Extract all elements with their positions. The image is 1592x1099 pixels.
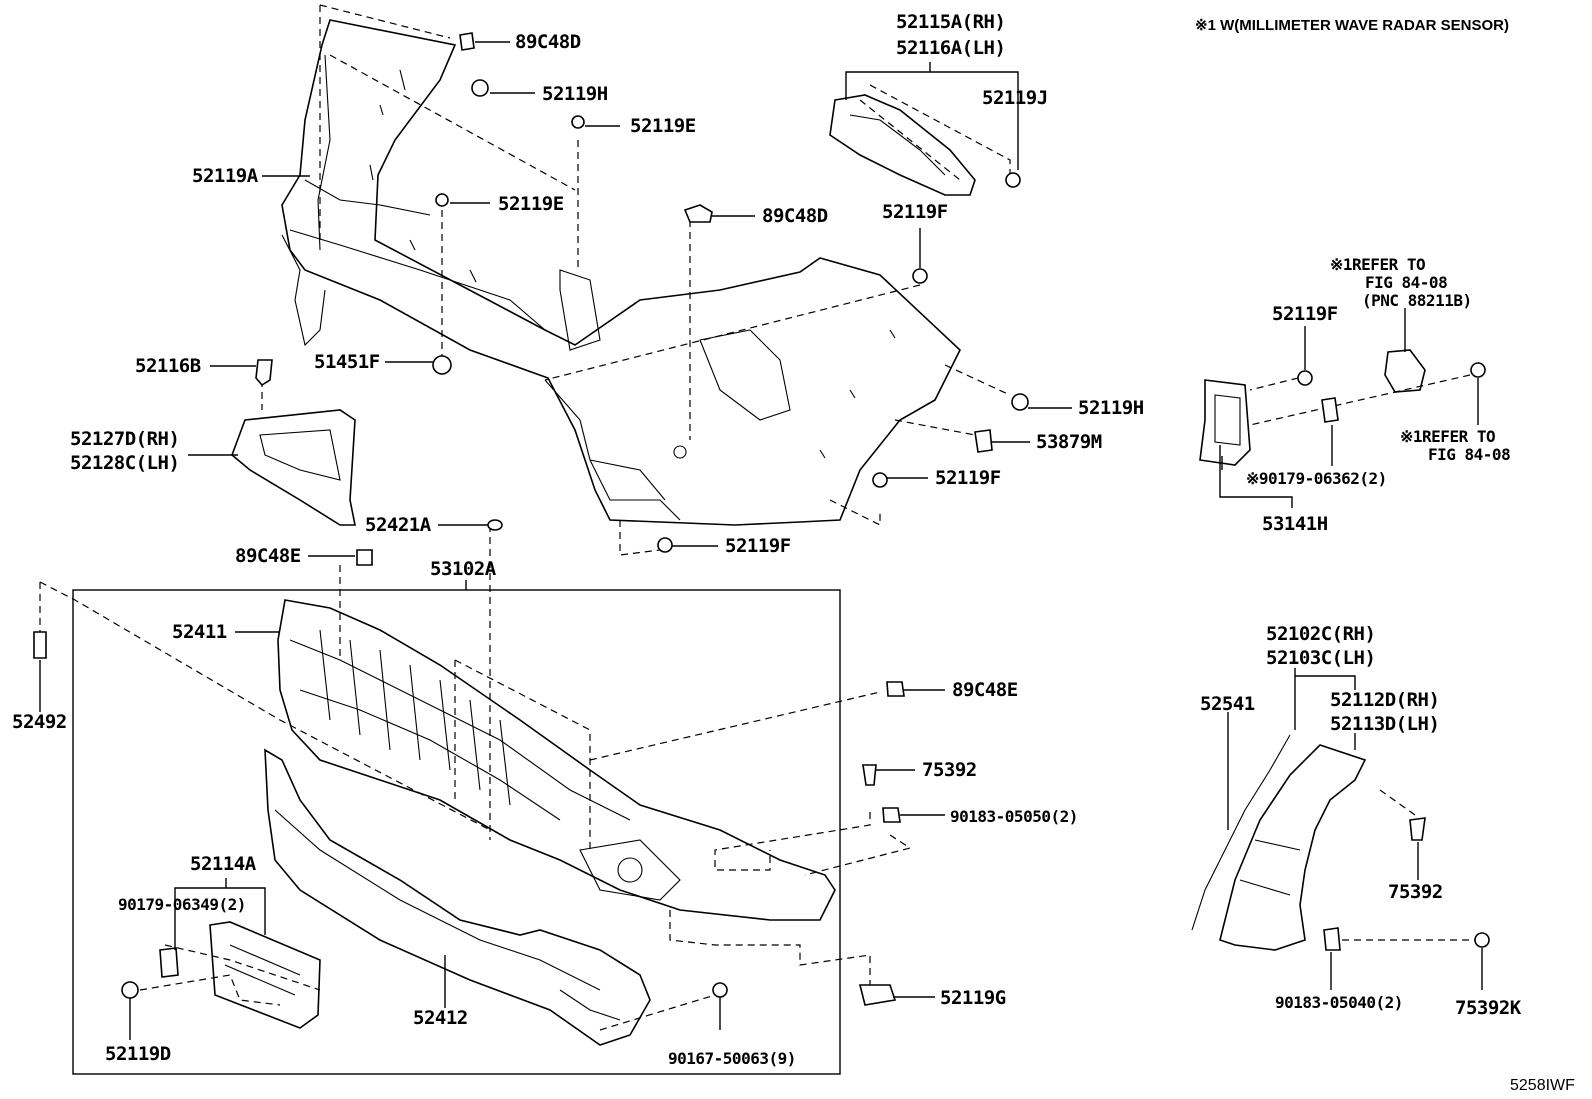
bracket-52115a-drawing <box>829 94 976 196</box>
label-52112d: 52112D(RH) <box>1330 689 1439 711</box>
label-52119h-mid: 52119H <box>1078 397 1144 419</box>
label-refer-to-2b: FIG 84-08 <box>1428 445 1510 464</box>
label-52119e-2: 52119E <box>498 193 564 215</box>
label-52102c: 52102C(RH) <box>1266 623 1375 645</box>
label-75392-2: 75392 <box>1388 881 1443 903</box>
label-refer-to-1b: FIG 84-08 <box>1365 273 1447 292</box>
label-89c48e-1: 89C48E <box>235 545 301 567</box>
fender-extension-drawing <box>1191 734 1367 951</box>
label-refer-to-2a: ※1REFER TO <box>1400 427 1495 446</box>
label-75392k: 75392K <box>1455 997 1522 1019</box>
plate-bracket-drawing <box>209 921 321 1029</box>
label-refer-to-1a: ※1REFER TO <box>1330 255 1425 274</box>
grille-drawing <box>277 599 836 921</box>
label-53102a: 53102A <box>430 558 497 580</box>
label-75392-1: 75392 <box>922 759 977 781</box>
dashed-connectors <box>39 4 1475 1031</box>
label-53141h: 53141H <box>1262 513 1328 535</box>
label-52421a: 52421A <box>365 514 432 536</box>
label-52119a: 52119A <box>192 165 259 187</box>
lower-spoiler-drawing <box>264 748 651 1046</box>
fasteners <box>33 32 1490 1006</box>
label-52119g: 52119G <box>940 987 1006 1009</box>
label-refer-to-1c: (PNC 88211B) <box>1362 291 1472 310</box>
label-90183-05040: 90183-05040(2) <box>1275 993 1403 1012</box>
label-89c48e-2: 89C48E <box>952 679 1018 701</box>
label-90167-50063: 90167-50063(9) <box>668 1049 796 1068</box>
note-text: ※1 W(MILLIMETER WAVE RADAR SENSOR) <box>1195 17 1509 34</box>
label-52119f-2: 52119F <box>935 467 1001 489</box>
label-52103c: 52103C(LH) <box>1266 647 1375 669</box>
label-90179-06349: 90179-06349(2) <box>118 895 246 914</box>
label-52115a: 52115A(RH) <box>896 11 1005 33</box>
label-90179-06362: ※90179-06362(2) <box>1246 469 1387 488</box>
label-90183-05050: 90183-05050(2) <box>950 807 1078 826</box>
label-52127d: 52127D(RH) <box>70 428 179 450</box>
label-52119e-1: 52119E <box>630 115 696 137</box>
label-52119f-3: 52119F <box>725 535 791 557</box>
leader-lines <box>39 41 1483 1040</box>
bracket-53141h-drawing <box>1199 349 1426 466</box>
label-52116b: 52116B <box>135 355 201 377</box>
label-52492: 52492 <box>12 711 67 733</box>
label-52119j: 52119J <box>982 87 1048 109</box>
label-89c48d-top: 89C48D <box>515 31 581 53</box>
label-52119f-4: 52119F <box>1272 303 1338 325</box>
figure-code: 5258IWF <box>1510 1077 1575 1094</box>
label-52116a: 52116A(LH) <box>896 37 1005 59</box>
assembly-frame-53102a <box>72 589 841 1075</box>
label-52412: 52412 <box>413 1007 468 1029</box>
label-52119f-1: 52119F <box>882 201 948 223</box>
label-53879m: 53879M <box>1036 431 1102 453</box>
label-89c48d-mid: 89C48D <box>762 205 828 227</box>
bumper-cover-drawing <box>281 19 961 526</box>
label-52411: 52411 <box>172 621 227 643</box>
side-grille-drawing <box>231 409 356 526</box>
label-52128c: 52128C(LH) <box>70 452 179 474</box>
label-52114a: 52114A <box>190 853 257 875</box>
label-52113d: 52113D(LH) <box>1330 713 1439 735</box>
label-52119d: 52119D <box>105 1043 171 1065</box>
label-51451f: 51451F <box>314 351 380 373</box>
label-52119h-top: 52119H <box>542 83 608 105</box>
label-52541: 52541 <box>1200 693 1255 715</box>
